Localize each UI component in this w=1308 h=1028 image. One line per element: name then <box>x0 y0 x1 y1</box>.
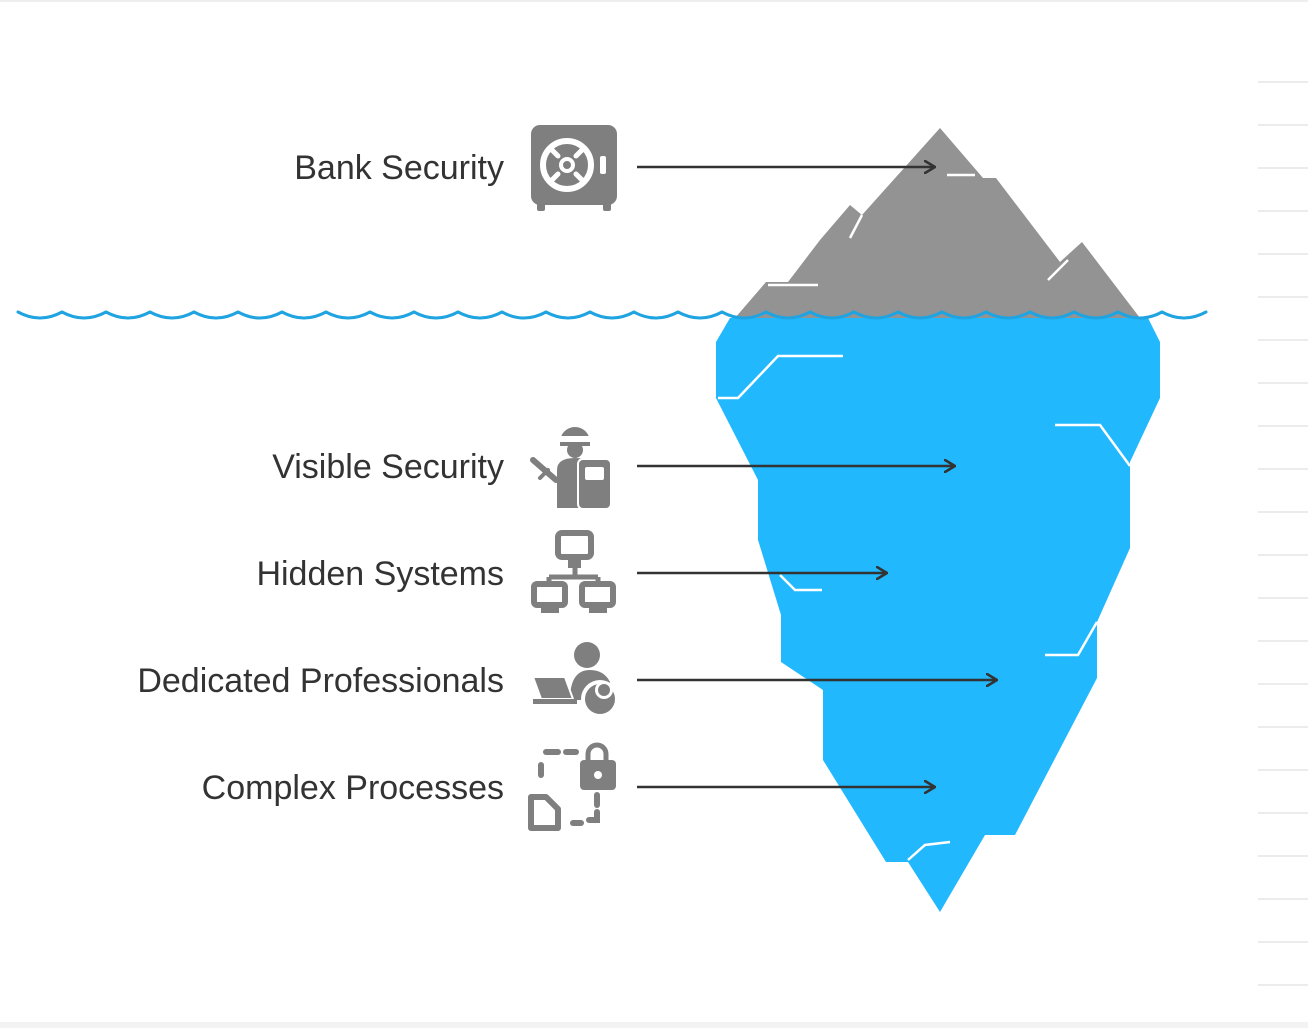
label-visible-security: Visible Security <box>272 448 504 486</box>
iceberg-tip <box>735 128 1140 318</box>
label-hidden-systems: Hidden Systems <box>256 555 504 593</box>
professional-laptop-icon <box>531 642 619 718</box>
top-border <box>0 0 1308 2</box>
waterline <box>16 310 1208 320</box>
locked-process-icon <box>528 742 616 831</box>
network-computers-icon <box>531 530 616 613</box>
safe-icon <box>531 125 617 211</box>
label-bank-security: Bank Security <box>294 149 504 187</box>
label-complex-processes: Complex Processes <box>201 769 504 807</box>
security-guard-icon <box>530 427 612 510</box>
iceberg-body-cracks <box>718 354 1132 861</box>
right-edge-ruling <box>1258 40 1308 1000</box>
iceberg-tip-cracks <box>768 173 1069 287</box>
label-dedicated-professionals: Dedicated Professionals <box>137 662 504 700</box>
bottom-border <box>0 1022 1308 1028</box>
iceberg-body <box>716 318 1160 912</box>
